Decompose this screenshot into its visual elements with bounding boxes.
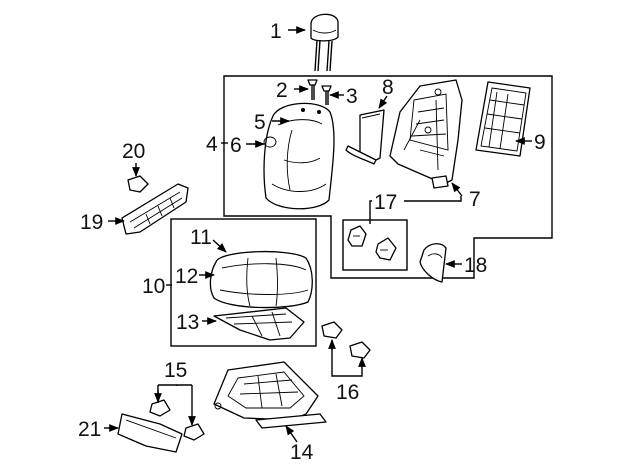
headrest-guide-part: [307, 79, 318, 100]
leader-lines: [104, 26, 532, 443]
callout-8: 8: [382, 76, 394, 99]
seat-cushion-cover-part: [209, 250, 313, 309]
seat-back-cover-part: [263, 102, 335, 210]
callout-19: 19: [80, 211, 103, 234]
seat-back-clip-part: [347, 225, 397, 261]
callout-3: 3: [346, 85, 358, 108]
callout-12: 12: [175, 265, 198, 288]
callout-labels: 1 2 3 4 5 6 7 8 9 10 11 12 13 14 15 16 1…: [78, 20, 546, 464]
seat-back-panel-part: [475, 81, 531, 157]
callout-18: 18: [464, 254, 487, 277]
clip-group-box: [342, 219, 408, 271]
callout-6: 6: [230, 134, 242, 157]
shield-bracket-part: [127, 175, 149, 193]
callout-17: 17: [374, 191, 397, 214]
leader-8: [378, 95, 388, 109]
callout-9: 9: [534, 131, 546, 154]
callout-21: 21: [78, 418, 101, 441]
callout-16: 16: [336, 381, 359, 404]
callout-1: 1: [270, 20, 282, 43]
side-cover-part: [419, 243, 447, 283]
callout-14: 14: [290, 441, 314, 464]
seat-cushion-frame-part: [213, 361, 327, 429]
lumbar-support-part: [345, 109, 385, 165]
hook-part: [321, 321, 371, 359]
leader-16: [331, 340, 363, 377]
callout-11: 11: [190, 226, 212, 249]
callout-5: 5: [254, 111, 266, 134]
headrest-part: [310, 13, 339, 72]
leader-14: [285, 425, 298, 443]
callout-15: 15: [164, 359, 187, 382]
seat-cushion-group-box: [170, 218, 317, 347]
callout-7: 7: [469, 188, 481, 211]
callout-20: 20: [122, 140, 145, 163]
seat-cushion-pad-part: [213, 307, 305, 341]
leader-17: [369, 196, 462, 224]
side-shield-part: [121, 183, 189, 235]
seat-back-frame-part: [389, 79, 463, 189]
callout-13: 13: [176, 311, 199, 334]
front-trim-part: [117, 413, 183, 453]
seat-back-group-box: [223, 75, 553, 279]
callout-2: 2: [276, 79, 288, 102]
leader-11: [212, 239, 227, 253]
leader-15: [157, 384, 192, 425]
leader-7: [451, 182, 463, 197]
callout-10: 10: [142, 275, 165, 298]
headrest-guide-lock-part: [321, 85, 332, 105]
callout-4: 4: [206, 133, 218, 156]
